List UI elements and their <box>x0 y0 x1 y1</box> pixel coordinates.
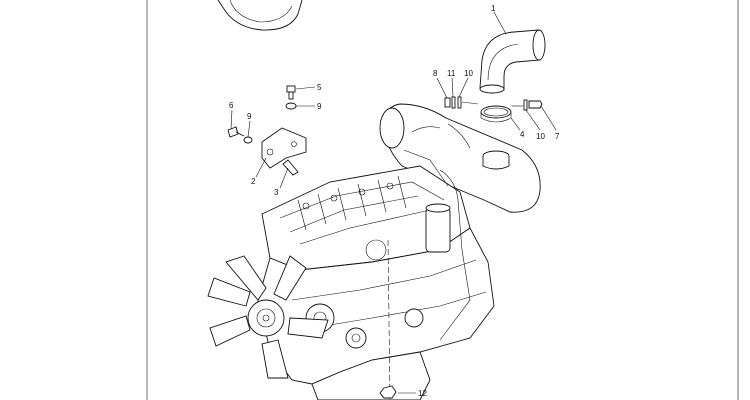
callout-6: 6 <box>229 101 234 110</box>
callout-10-upper: 10 <box>464 69 473 78</box>
callout-3: 3 <box>274 188 279 197</box>
drain-plug <box>379 385 397 399</box>
exhaust-elbow-pipe <box>479 29 546 94</box>
callout-10-right: 10 <box>536 132 545 141</box>
washer-left <box>243 136 253 144</box>
muffler <box>379 103 541 213</box>
callout-9-upper: 9 <box>317 102 322 111</box>
leader-lines <box>230 11 557 394</box>
bolt-left <box>227 126 245 138</box>
mounting-bracket <box>261 127 307 169</box>
callout-2: 2 <box>251 177 256 186</box>
cover-part <box>217 0 303 31</box>
callout-11: 11 <box>447 69 456 78</box>
callout-4: 4 <box>520 130 525 139</box>
callout-9-left: 9 <box>247 112 252 121</box>
callout-12: 12 <box>418 389 427 398</box>
clamp-bolt-left <box>444 96 479 109</box>
bracket-bolt <box>286 85 296 100</box>
spacer-pin <box>282 159 299 176</box>
cooling-fan <box>207 255 329 379</box>
clamp-bolt-right <box>512 99 543 111</box>
callout-1: 1 <box>491 4 496 13</box>
clamp-band <box>480 105 512 123</box>
washer-upper <box>285 102 297 110</box>
callout-7: 7 <box>555 132 560 141</box>
callout-8: 8 <box>433 69 438 78</box>
callout-5: 5 <box>317 83 322 92</box>
